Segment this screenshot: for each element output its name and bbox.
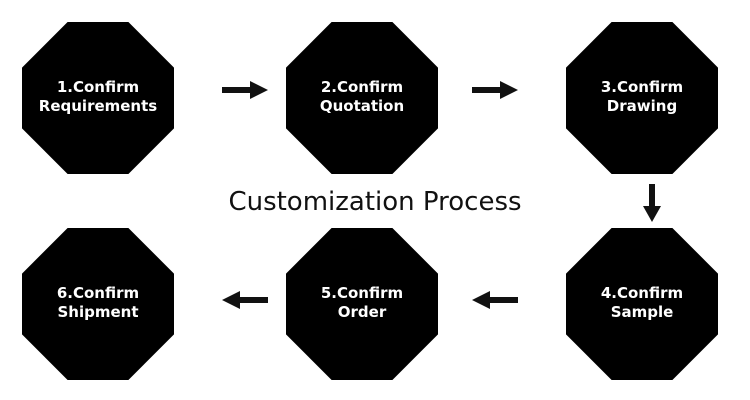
arrow-left-icon xyxy=(472,291,518,309)
step-name-label: Sample xyxy=(610,303,674,321)
step-5-confirm-order: 5.Confirm Order xyxy=(286,228,438,380)
step-name-label: Requirements xyxy=(38,97,158,115)
step-number-label: 3.Confirm xyxy=(600,78,684,96)
step-name-label: Shipment xyxy=(57,303,139,321)
step-name-label: Order xyxy=(337,303,387,321)
step-label: 4.Confirm Sample xyxy=(566,284,718,322)
arrow-down-icon xyxy=(643,184,661,222)
octagon-shape xyxy=(566,22,718,174)
step-label: 5.Confirm Order xyxy=(286,284,438,322)
step-label: 3.Confirm Drawing xyxy=(566,78,718,116)
step-label: 2.Confirm Quotation xyxy=(286,78,438,116)
diagram-title: Customization Process xyxy=(228,187,522,217)
step-3-confirm-drawing: 3.Confirm Drawing xyxy=(566,22,718,174)
octagon-shape xyxy=(22,22,174,174)
step-name-label: Quotation xyxy=(319,97,405,115)
step-label: 6.Confirm Shipment xyxy=(22,284,174,322)
step-label: 1.Confirm Requirements xyxy=(22,78,174,116)
step-number-label: 1.Confirm xyxy=(56,78,140,96)
step-6-confirm-shipment: 6.Confirm Shipment xyxy=(22,228,174,380)
step-2-confirm-quotation: 2.Confirm Quotation xyxy=(286,22,438,174)
step-number-label: 4.Confirm xyxy=(600,284,684,302)
step-number-label: 5.Confirm xyxy=(320,284,404,302)
octagon-shape xyxy=(286,228,438,380)
octagon-shape xyxy=(22,228,174,380)
arrow-right-icon xyxy=(222,81,268,99)
step-number-label: 2.Confirm xyxy=(320,78,404,96)
arrow-right-icon xyxy=(472,81,518,99)
octagon-shape xyxy=(286,22,438,174)
arrow-left-icon xyxy=(222,291,268,309)
step-name-label: Drawing xyxy=(606,97,678,115)
step-4-confirm-sample: 4.Confirm Sample xyxy=(566,228,718,380)
step-1-confirm-requirements: 1.Confirm Requirements xyxy=(22,22,174,174)
step-number-label: 6.Confirm xyxy=(56,284,140,302)
octagon-shape xyxy=(566,228,718,380)
